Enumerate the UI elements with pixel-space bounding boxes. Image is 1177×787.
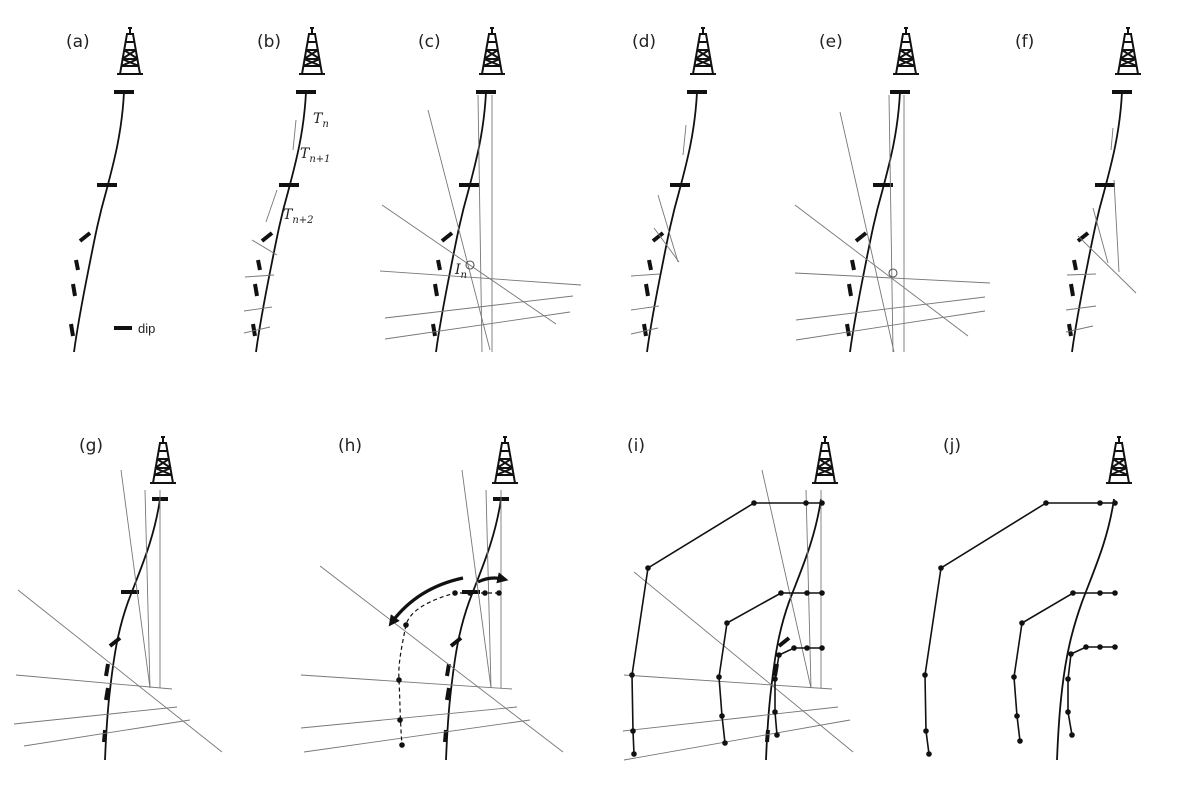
panel-label-e: (e) bbox=[819, 32, 843, 52]
panel-c: (c) In bbox=[379, 27, 582, 354]
well-trajectory bbox=[431, 90, 498, 354]
horizon-1 bbox=[631, 502, 822, 755]
panel-label-b: (b) bbox=[257, 32, 281, 52]
panel-label-d: (d) bbox=[632, 32, 656, 52]
intersection-marker bbox=[888, 268, 898, 278]
drilling-rig-icon bbox=[1114, 27, 1142, 75]
well-trajectory bbox=[765, 498, 822, 761]
panel-b: (b) Tn Tn+1 Tn+2 bbox=[243, 27, 331, 354]
panel-label-i: (i) bbox=[627, 436, 645, 456]
drilling-rig-icon bbox=[491, 436, 519, 484]
horizon-3 bbox=[1067, 646, 1115, 736]
rotation-arrow-left bbox=[388, 576, 464, 627]
panel-f: (f) bbox=[1015, 27, 1142, 354]
panel-h: (h) bbox=[300, 436, 564, 761]
well-trajectory bbox=[642, 90, 709, 354]
panel-d: (d) bbox=[630, 27, 717, 354]
panel-label-g: (g) bbox=[79, 436, 103, 456]
panel-e: (e) bbox=[794, 27, 991, 354]
horizon-3 bbox=[774, 647, 822, 736]
panel-label-c: (c) bbox=[418, 32, 441, 52]
dip-legend-label: dip bbox=[138, 321, 155, 336]
drilling-rig-icon bbox=[811, 436, 839, 484]
well-trajectory bbox=[69, 90, 136, 354]
drilling-rig-icon bbox=[116, 27, 144, 75]
annotation-in: In bbox=[454, 262, 467, 281]
well-trajectory bbox=[445, 498, 502, 761]
panel-label-f: (f) bbox=[1015, 32, 1034, 52]
well-trajectory bbox=[1056, 498, 1115, 761]
drilling-rig-icon bbox=[689, 27, 717, 75]
annotation-tn2: Tn+2 bbox=[283, 207, 314, 226]
panel-g: (g) bbox=[13, 436, 223, 761]
drilling-rig-icon bbox=[478, 27, 506, 75]
panel-label-a: (a) bbox=[66, 32, 90, 52]
panel-i: (i) bbox=[622, 436, 854, 761]
panel-a: (a) dip bbox=[66, 27, 155, 354]
panel-label-j: (j) bbox=[943, 436, 961, 456]
drilling-rig-icon bbox=[298, 27, 326, 75]
annotation-tn1: Tn+1 bbox=[300, 146, 331, 165]
rotation-arrow-right bbox=[477, 572, 509, 584]
annotation-tn: Tn bbox=[313, 111, 329, 130]
well-trajectory bbox=[104, 498, 161, 761]
drilling-rig-icon bbox=[892, 27, 920, 75]
well-trajectory bbox=[1067, 90, 1134, 354]
panel-j: (j) bbox=[922, 436, 1133, 761]
intersection-marker bbox=[465, 260, 475, 270]
drilling-rig-icon bbox=[149, 436, 177, 484]
drilling-rig-icon bbox=[1105, 436, 1133, 484]
horizon-1 bbox=[924, 502, 1115, 755]
panel-label-h: (h) bbox=[338, 436, 362, 456]
